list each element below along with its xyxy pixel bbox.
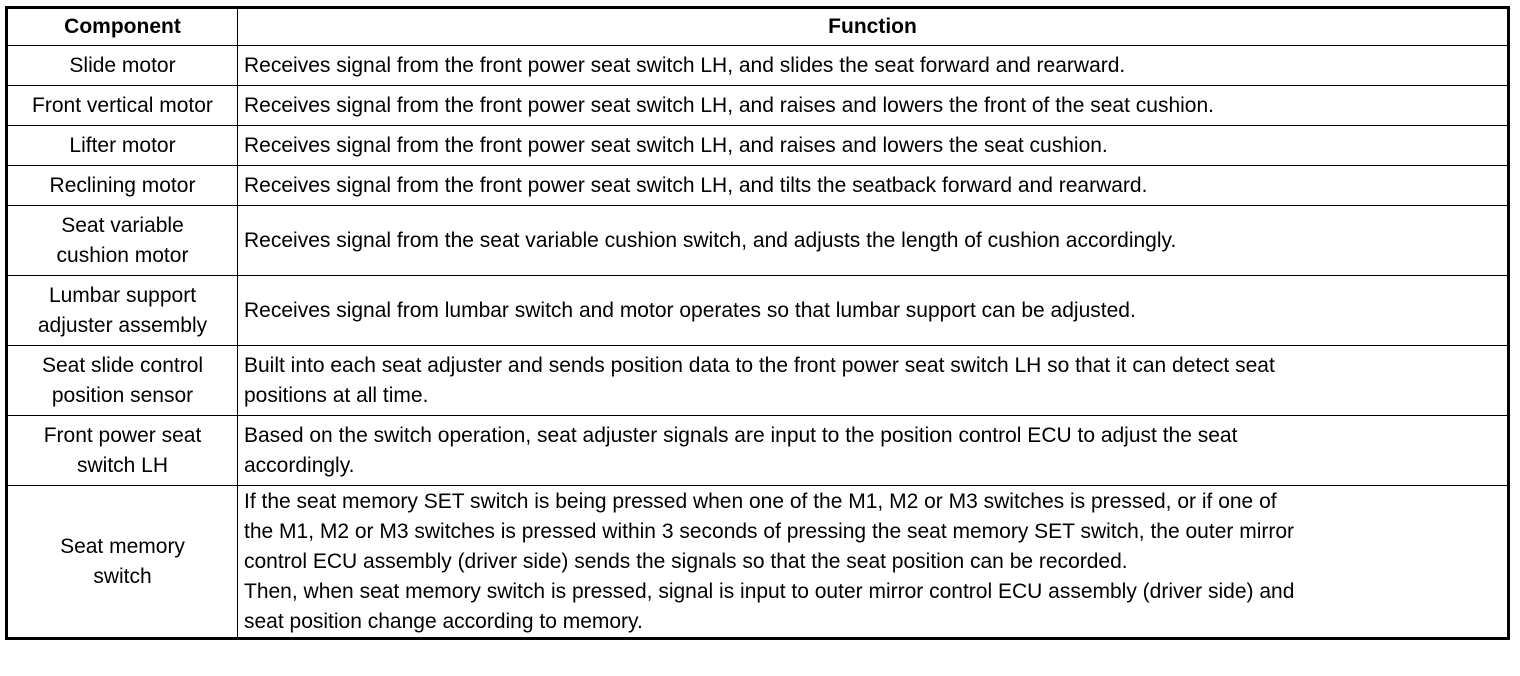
function-text-line: control ECU assembly (driver side) sends… <box>244 549 1128 573</box>
table-row: Reclining motor Receives signal from the… <box>6 165 1509 206</box>
component-text-line: adjuster assembly <box>37 313 208 337</box>
component-cell: Lumbar support adjuster assembly <box>6 275 238 346</box>
component-function-table: Component Function Slide motor Receives … <box>5 6 1510 640</box>
function-text-line: If the seat memory SET switch is being p… <box>244 489 1277 513</box>
function-cell: Based on the switch operation, seat adju… <box>237 415 1509 486</box>
function-text: Receives signal from lumbar switch and m… <box>244 298 1136 322</box>
component-text-line: switch <box>93 564 152 588</box>
component-text: Front vertical motor <box>32 93 213 117</box>
column-header-function: Function <box>237 7 1509 46</box>
function-text-line: Built into each seat adjuster and sends … <box>244 353 1275 377</box>
function-cell: Receives signal from the seat variable c… <box>237 205 1509 276</box>
component-text-line: Lumbar support <box>48 283 197 307</box>
component-cell: Front power seat switch LH <box>6 415 238 486</box>
function-text-line: accordingly. <box>244 453 355 477</box>
table-row: Seat slide control position sensor Built… <box>6 345 1509 416</box>
function-text: Receives signal from the front power sea… <box>244 93 1214 117</box>
function-cell: Receives signal from lumbar switch and m… <box>237 275 1509 346</box>
function-text-line: Based on the switch operation, seat adju… <box>244 423 1238 447</box>
table-row: Slide motor Receives signal from the fro… <box>6 45 1509 86</box>
component-cell: Reclining motor <box>6 165 238 206</box>
component-text-line: position sensor <box>51 383 194 407</box>
component-cell: Lifter motor <box>6 125 238 166</box>
function-text-line: seat position change according to memory… <box>244 609 643 633</box>
function-text-line: the M1, M2 or M3 switches is pressed wit… <box>244 519 1295 543</box>
component-text-line: Seat slide control <box>41 353 204 377</box>
function-text: Receives signal from the front power sea… <box>244 133 1108 157</box>
component-cell: Front vertical motor <box>6 85 238 126</box>
table-row: Lumbar support adjuster assembly Receive… <box>6 275 1509 346</box>
function-cell: Built into each seat adjuster and sends … <box>237 345 1509 416</box>
table-row: Front vertical motor Receives signal fro… <box>6 85 1509 126</box>
table-row: Lifter motor Receives signal from the fr… <box>6 125 1509 166</box>
component-text-line: cushion motor <box>56 243 189 267</box>
function-cell: If the seat memory SET switch is being p… <box>237 485 1509 639</box>
table-row: Seat memory switch If the seat memory SE… <box>6 485 1509 639</box>
component-text-line: Seat variable <box>61 213 184 237</box>
function-text-line: positions at all time. <box>244 383 429 407</box>
function-text: Receives signal from the front power sea… <box>244 53 1126 77</box>
component-text: Slide motor <box>69 53 176 77</box>
function-text: Receives signal from the seat variable c… <box>244 228 1177 252</box>
function-text: Receives signal from the front power sea… <box>244 173 1148 197</box>
table-header-row: Component Function <box>6 7 1509 46</box>
function-cell: Receives signal from the front power sea… <box>237 125 1509 166</box>
function-cell: Receives signal from the front power sea… <box>237 45 1509 86</box>
function-text-line: Then, when seat memory switch is pressed… <box>244 579 1295 603</box>
component-cell: Seat variable cushion motor <box>6 205 238 276</box>
component-text: Lifter motor <box>69 133 176 157</box>
function-cell: Receives signal from the front power sea… <box>237 85 1509 126</box>
component-cell: Seat slide control position sensor <box>6 345 238 416</box>
component-cell: Seat memory switch <box>6 485 238 639</box>
component-cell: Slide motor <box>6 45 238 86</box>
component-text-line: Front power seat <box>43 423 202 447</box>
component-text-line: Seat memory <box>60 534 185 558</box>
component-text: Reclining motor <box>49 173 196 197</box>
table-row: Seat variable cushion motor Receives sig… <box>6 205 1509 276</box>
table-row: Front power seat switch LH Based on the … <box>6 415 1509 486</box>
column-header-component: Component <box>6 7 238 46</box>
function-cell: Receives signal from the front power sea… <box>237 165 1509 206</box>
component-text-line: switch LH <box>76 453 169 477</box>
